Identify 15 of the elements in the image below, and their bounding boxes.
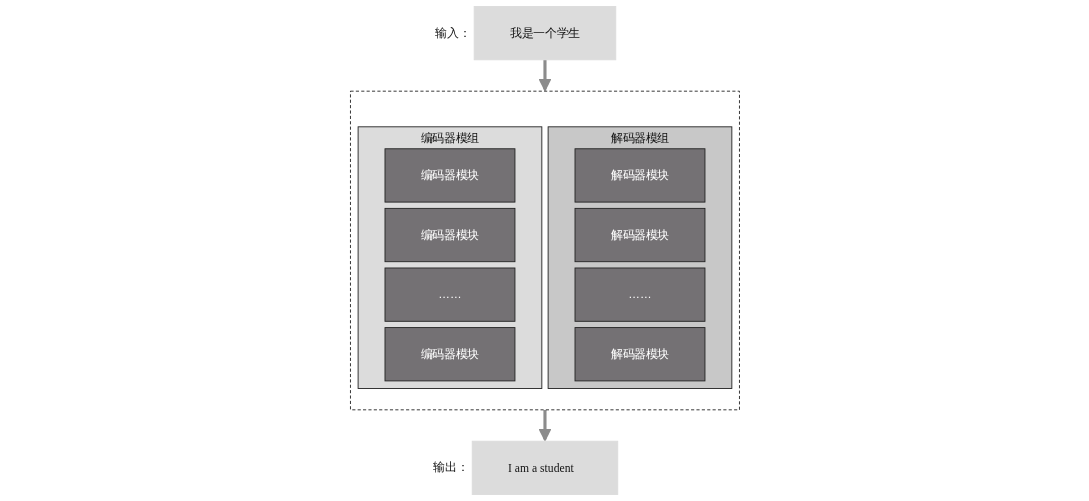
cluster [349,90,740,411]
node-box: 解码器模块 [574,148,705,203]
node-box: …… [384,267,515,322]
node-box: 解码器模块 [574,207,705,263]
arrow [538,409,551,442]
node-box: 编码器模块 [384,148,515,203]
arrow [538,59,551,92]
side-label: 输入： [434,26,471,40]
node-box: …… [574,267,705,322]
node-box: 解码器模块 [574,327,705,382]
node-box: 编码器模块 [384,207,515,263]
node-box: 编码器模块 [384,327,515,382]
side-label: 输出： [432,461,469,475]
node-box: 我是一个学生 [473,6,616,61]
node-box: I am a student [471,440,618,495]
